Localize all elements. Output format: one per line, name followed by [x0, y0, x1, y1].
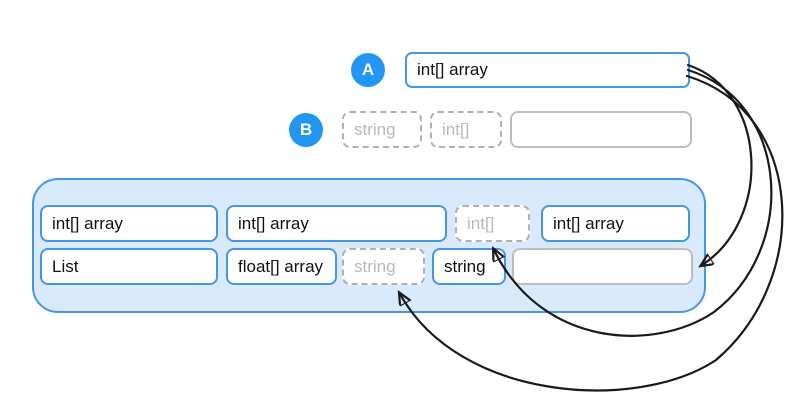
chip-int-array-3-label: int[] array [553, 213, 624, 233]
chip-list-label: List [52, 256, 79, 276]
chip-a-int-array[interactable]: int[] array [405, 52, 690, 88]
chip-int-array-1[interactable]: int[] array [40, 205, 218, 242]
slot-b-int[interactable]: int[] [430, 111, 502, 148]
chip-float-array[interactable]: float[] array [226, 248, 337, 285]
slot-b-empty[interactable] [510, 111, 692, 148]
chip-string[interactable]: string [432, 248, 506, 285]
slot-b-string[interactable]: string [342, 111, 422, 148]
chip-float-array-label: float[] array [238, 256, 324, 276]
slot-container-int[interactable]: int[] [455, 205, 530, 242]
chip-string-label: string [444, 256, 486, 276]
slot-container-int-label: int[] [467, 213, 495, 233]
chip-int-array-2[interactable]: int[] array [226, 205, 447, 242]
label-badge-b: B [289, 113, 323, 147]
chip-list[interactable]: List [40, 248, 218, 285]
chip-int-array-1-label: int[] array [52, 213, 123, 233]
slot-container-string[interactable]: string [342, 248, 425, 285]
slot-container-string-label: string [354, 256, 396, 276]
badge-b-letter: B [299, 120, 313, 139]
slot-b-int-label: int[] [442, 119, 470, 139]
chip-container [32, 178, 706, 313]
label-badge-a: A [351, 53, 385, 87]
slot-container-empty[interactable] [512, 248, 693, 285]
badge-a-letter: A [361, 60, 375, 79]
chip-int-array-2-label: int[] array [238, 213, 309, 233]
chip-int-array-3[interactable]: int[] array [541, 205, 690, 242]
chip-a-int-array-label: int[] array [417, 60, 488, 79]
slot-b-string-label: string [354, 119, 396, 139]
